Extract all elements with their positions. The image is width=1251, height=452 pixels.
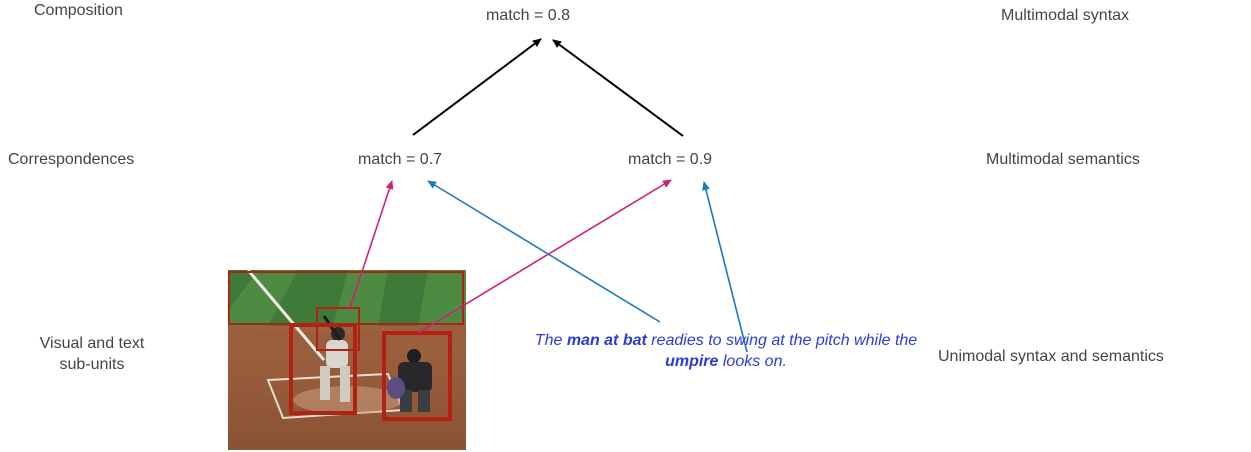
umpire-head — [407, 349, 421, 363]
right-label-multimodal-syntax: Multimodal syntax — [1001, 7, 1130, 24]
arrow-umpire-to-right — [702, 181, 748, 353]
arrow-left-to-top — [412, 38, 542, 136]
level-label-subunits: Visual and text sub-units — [22, 333, 162, 375]
caption-phrase-umpire: umpire — [665, 353, 719, 370]
level-label-subunits-line1: Visual and text — [39, 335, 145, 352]
bbox-bat-region — [316, 307, 360, 351]
arrow-umpire-box-to-right — [417, 179, 672, 334]
caption-part-3: readies to swing at the pitch while the — [646, 332, 918, 349]
caption-part-5: looks on. — [718, 353, 787, 370]
level-label-subunits-line2: sub-units — [59, 356, 125, 373]
node-right-match: match = 0.9 — [628, 151, 713, 168]
bbox-man-at-bat — [289, 323, 357, 415]
baseball-photo — [228, 270, 466, 450]
bbox-umpire — [382, 331, 452, 421]
arrow-batter-box-to-left — [349, 180, 394, 309]
arrow-right-to-top — [552, 39, 684, 137]
caption-part-1: The — [534, 332, 567, 349]
node-top-match: match = 0.8 — [486, 7, 571, 24]
node-left-match: match = 0.7 — [358, 151, 443, 168]
caption-phrase-man-at-bat: man at bat — [566, 332, 647, 349]
right-label-unimodal: Unimodal syntax and semantics — [938, 348, 1164, 365]
right-label-multimodal-semantics: Multimodal semantics — [986, 151, 1140, 168]
level-label-correspondences: Correspondences — [8, 151, 135, 168]
level-label-composition: Composition — [34, 2, 123, 19]
arrow-man-at-bat-to-left — [427, 180, 661, 323]
caption-text: The man at bat readies to swing at the p… — [528, 330, 924, 372]
